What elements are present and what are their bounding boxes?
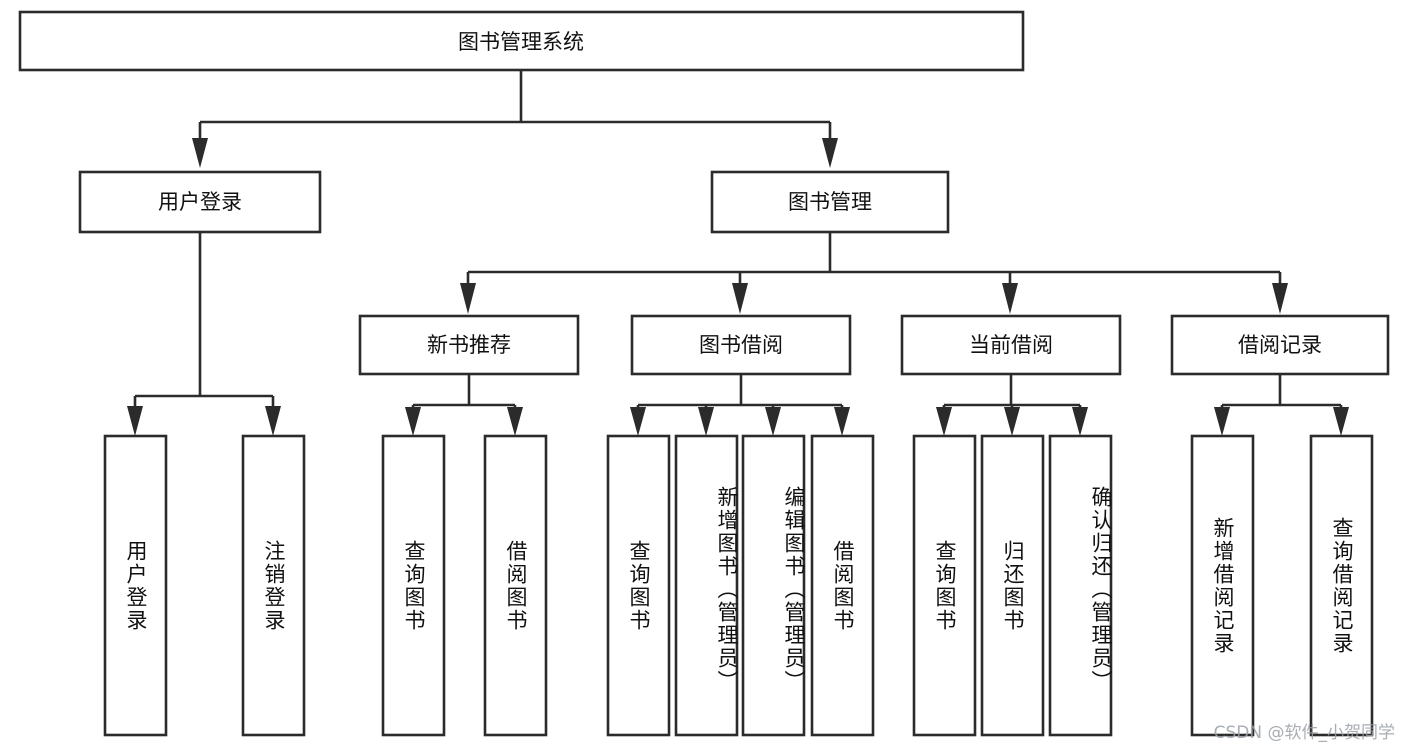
arrow-head-leaf-add-book [698,407,714,436]
leaf-box-borrow-book-2[interactable] [810,434,875,737]
arrow-head-new-book-recommend [460,283,476,314]
leaf-box-add-record[interactable] [1190,434,1255,737]
node-borrow-record-box[interactable] [1170,314,1390,376]
arrow-head-leaf-query-book-1 [405,407,421,436]
leaf-box-edit-book[interactable] [741,434,806,737]
node-current-borrow-label: 当前借阅 [969,333,1053,357]
arrow-head-leaf-add-record [1214,407,1230,436]
leaf-box-query-book-2[interactable] [606,434,671,737]
arrow-head-current-borrow [1002,283,1018,314]
leaf-box-logout[interactable] [241,434,306,737]
arrow-head-book-borrow [732,283,748,314]
arrow-head-leaf-borrow-book-1 [507,407,523,436]
arrow-head-leaf-logout [265,406,281,436]
node-book-borrow-box[interactable] [630,314,852,376]
arrow-head-borrow-record [1272,283,1288,314]
node-book-borrow-label: 图书借阅 [699,333,783,357]
arrow-head-user-login [192,138,208,168]
leaf-box-add-book[interactable] [674,434,739,737]
leaf-box-user-login[interactable] [103,434,168,737]
arrow-head-leaf-confirm-return [1072,407,1088,436]
arrow-head-leaf-edit-book [765,407,781,436]
csdn-watermark: CSDN @软件_小贺同学 [1213,723,1395,743]
arrow-head-leaf-query-book-3 [936,407,952,436]
leaf-box-query-book-3[interactable] [912,434,977,737]
leaf-box-confirm-return[interactable] [1048,434,1113,737]
node-borrow-record-label: 借阅记录 [1238,333,1322,357]
leaf-box-query-record[interactable] [1309,434,1374,737]
leaf-box-query-book-1[interactable] [381,434,446,737]
arrow-head-leaf-borrow-book-2 [834,407,850,436]
arrow-head-book-mgmt [822,138,838,168]
leaf-box-return-book[interactable] [980,434,1045,737]
node-root-box[interactable] [18,10,1025,72]
node-new-book-recommend-box[interactable] [358,314,580,376]
arrow-head-leaf-query-record [1333,407,1349,436]
arrow-head-leaf-query-book-2 [630,407,646,436]
node-new-book-recommend-label: 新书推荐 [427,333,511,357]
arrow-head-leaf-return-book [1004,407,1020,436]
arrow-head-leaf-user-login [127,406,143,436]
node-current-borrow-box[interactable] [900,314,1122,376]
node-user-login-label: 用户登录 [158,190,242,214]
node-book-management-label: 图书管理 [788,190,872,214]
node-book-management-box[interactable] [710,170,950,234]
leaf-box-borrow-book-1[interactable] [483,434,548,737]
node-root-label: 图书管理系统 [458,30,584,54]
